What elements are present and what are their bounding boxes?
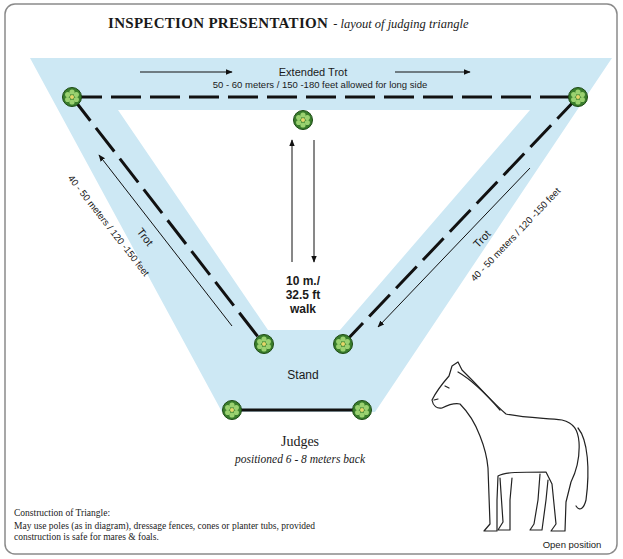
illustration-caption: Open position xyxy=(543,540,602,551)
pole-line xyxy=(72,96,578,99)
diagram-title: INSPECTION PRESENTATION xyxy=(108,15,328,32)
judges-label: Judges xyxy=(281,434,319,450)
walk-label: 10 m./ 32.5 ft walk xyxy=(274,275,332,316)
construction-note: May use poles (as in diagram), dressage … xyxy=(14,521,332,543)
horse-leg xyxy=(498,478,512,530)
horse-tail xyxy=(576,428,588,509)
pole-line xyxy=(345,97,578,342)
horse-mane xyxy=(458,372,500,410)
frame-border xyxy=(5,4,617,554)
pole-line xyxy=(232,409,362,412)
horse-eye xyxy=(445,386,449,388)
horse-outline xyxy=(432,362,579,531)
gait-label: Extended Trot xyxy=(279,66,348,79)
rosette-marker xyxy=(353,401,372,420)
horse-nostril xyxy=(434,399,438,400)
direction-arrow xyxy=(395,72,470,73)
stand-label: Stand xyxy=(287,369,318,383)
rosette-marker xyxy=(569,88,588,107)
rosette-marker xyxy=(63,88,82,107)
horse-leg xyxy=(530,474,548,530)
direction-arrow xyxy=(140,72,232,73)
horse-illustration xyxy=(432,362,588,531)
direction-arrow xyxy=(314,140,315,262)
rosette-marker xyxy=(294,111,313,130)
note-heading: Construction of Triangle: xyxy=(14,508,110,519)
judges-note: positioned 6 - 8 meters back xyxy=(235,453,365,466)
dimension-label: 50 - 60 meters / 150 -180 feet allowed f… xyxy=(213,80,427,91)
rosette-marker xyxy=(255,335,274,354)
rosette-marker xyxy=(334,335,353,354)
rosette-marker xyxy=(223,401,242,420)
direction-arrow xyxy=(292,140,293,262)
subtitle: - layout of judging triangle xyxy=(333,17,468,31)
triangle-band xyxy=(30,58,612,412)
